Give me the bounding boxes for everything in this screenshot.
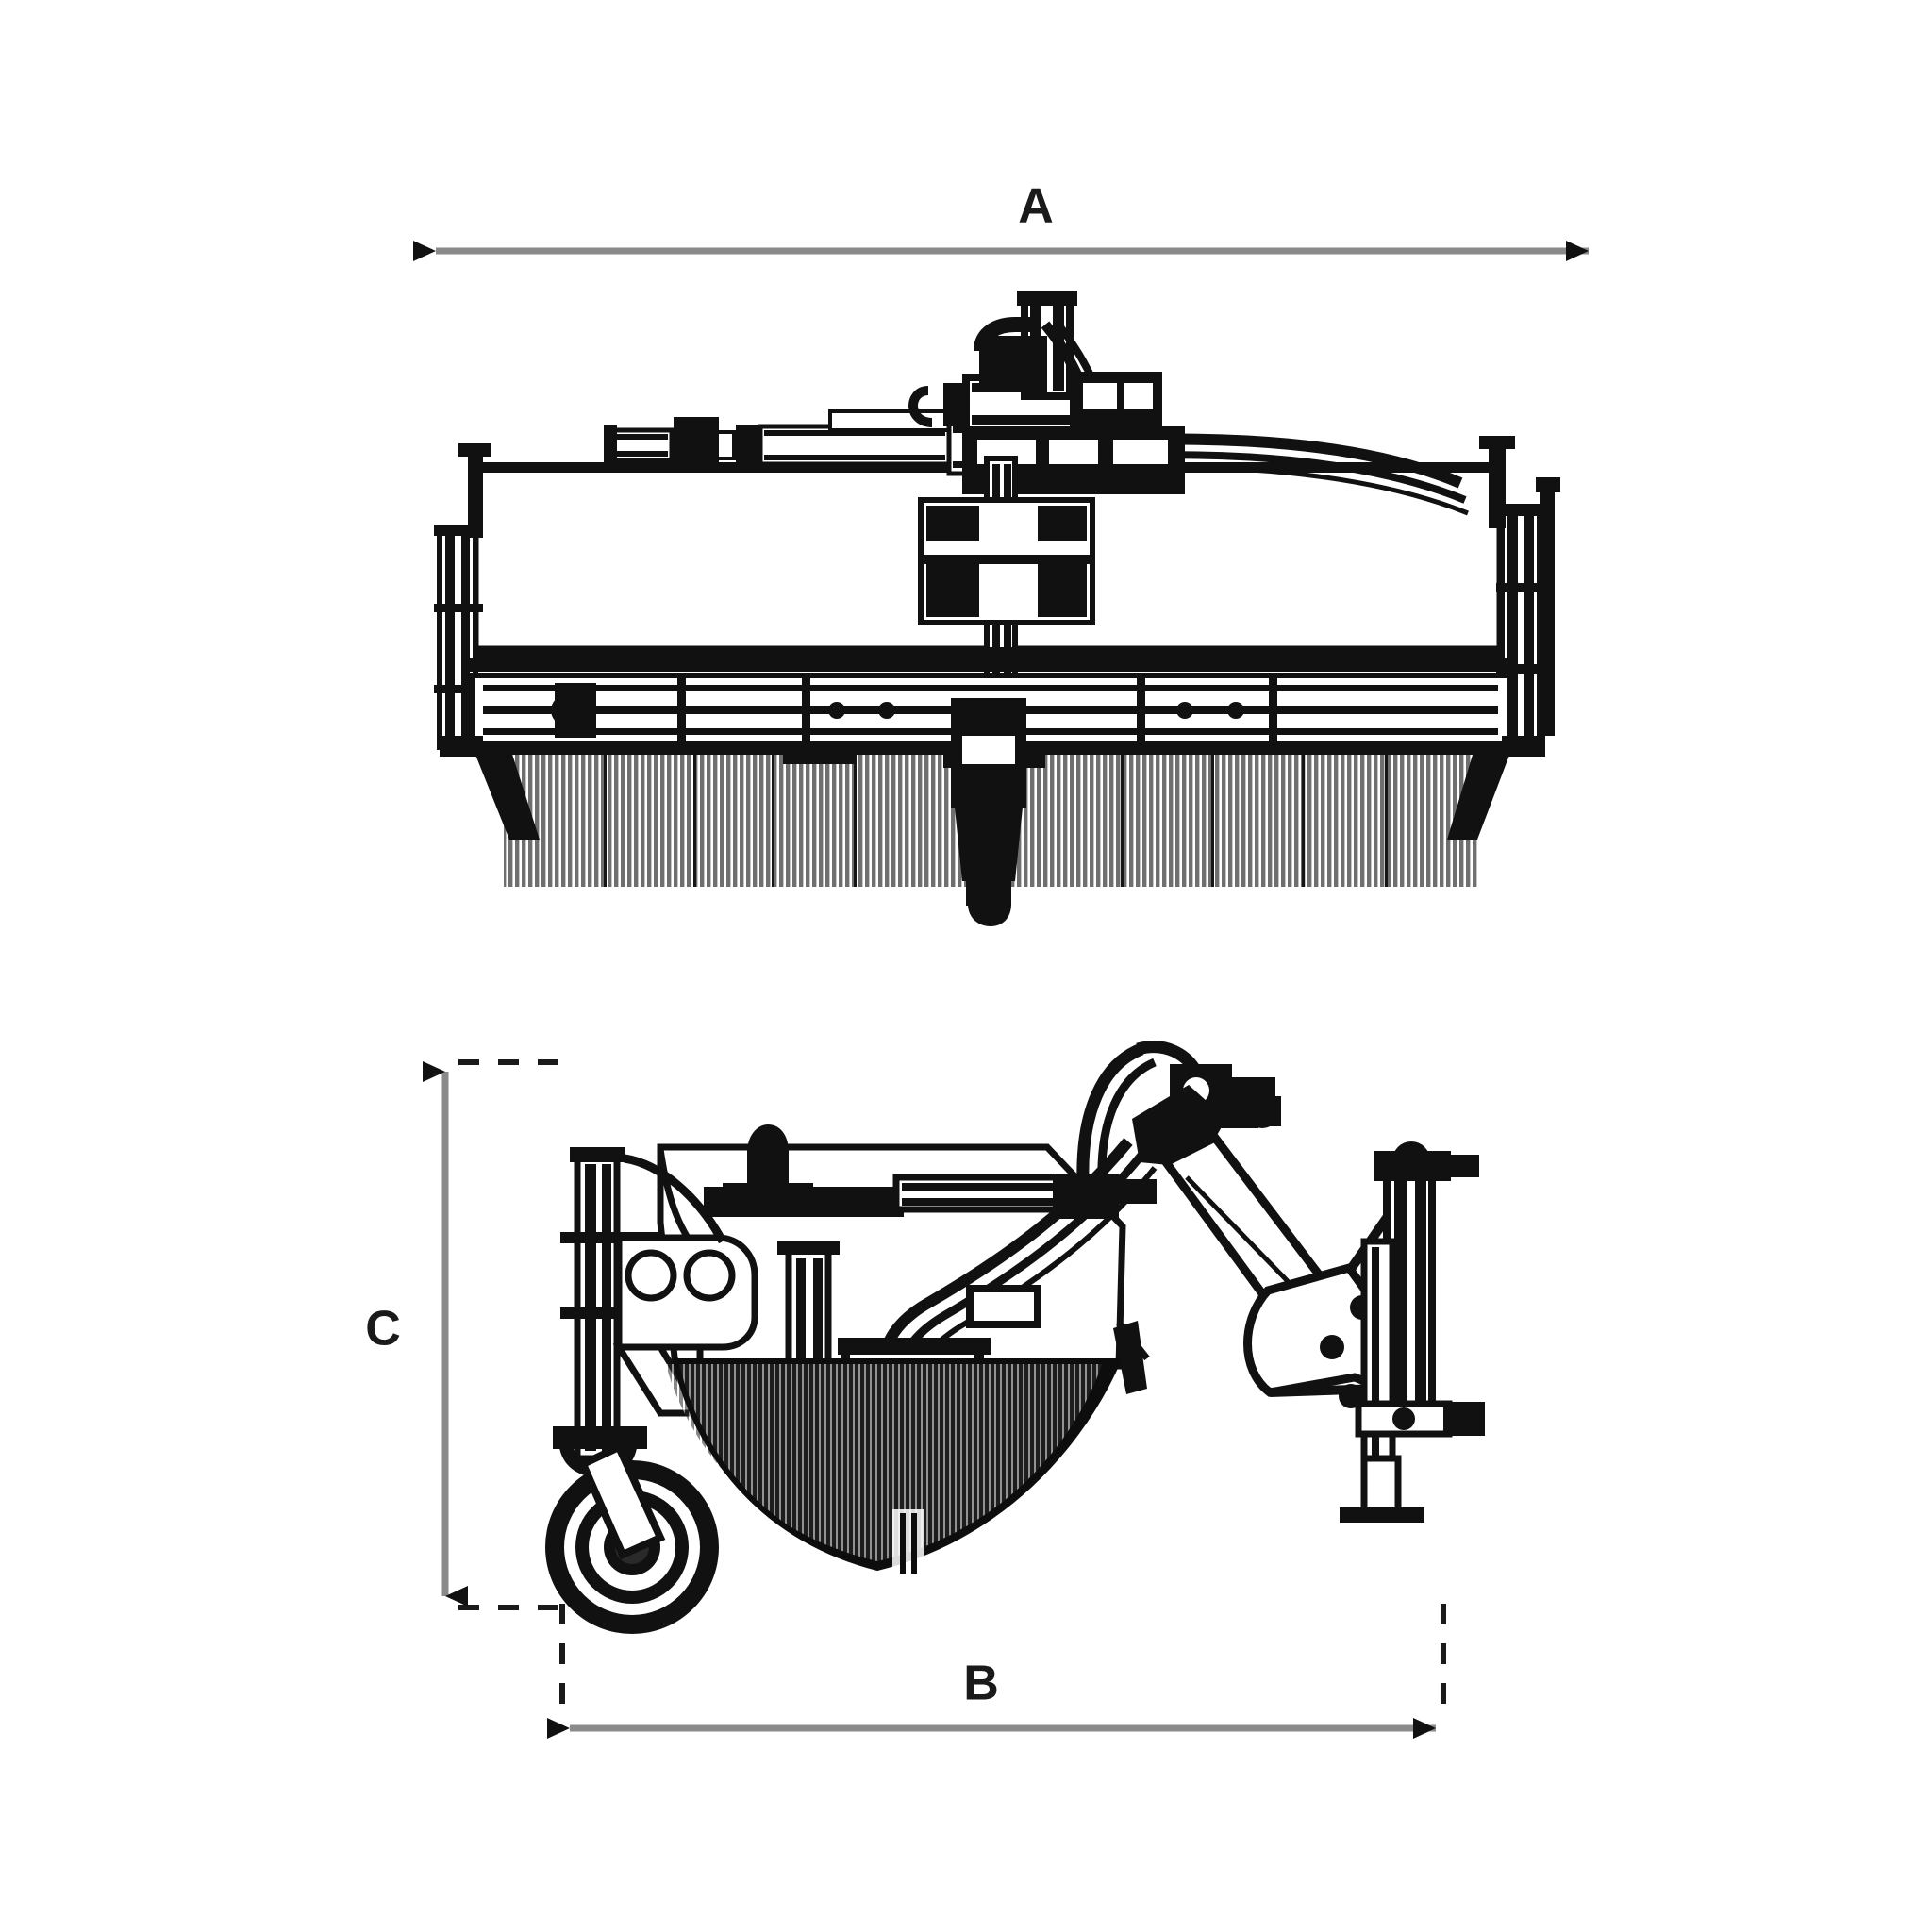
side-support-jack [1340,1141,1485,1523]
front-hydraulic-drive-unit [908,291,1185,695]
dimension-a-label: A [1018,179,1054,234]
side-deflector-blade [1113,1320,1150,1394]
side-view [545,1041,1485,1634]
side-brush-drum [666,1357,1122,1577]
dimension-b: B [547,1604,1446,1739]
front-view [434,291,1560,926]
dimension-c: C [365,1059,570,1610]
dimension-b-label: B [963,1657,999,1711]
dimension-a: A [413,179,1589,261]
side-caster-wheel [545,1441,719,1634]
side-nameplate [966,1285,1041,1328]
side-linkage-arm [1132,1085,1421,1408]
front-end-skids [440,736,1545,840]
dimension-c-label: C [365,1302,401,1357]
front-center-drive-hub [951,698,1026,926]
